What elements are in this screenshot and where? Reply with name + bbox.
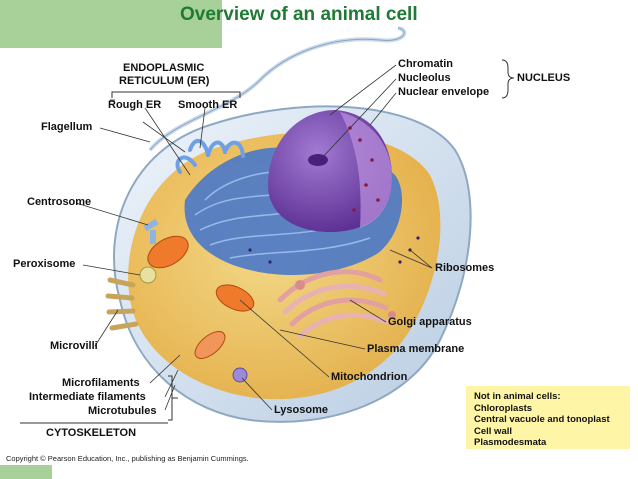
nucleolus-shape: [308, 154, 328, 166]
not-in-animal-item: Central vacuole and tonoplast: [474, 414, 610, 425]
label-microvilli: Microvilli: [50, 340, 98, 352]
label-er-line2: RETICULUM (ER): [119, 75, 210, 87]
not-in-animal-cells-box: Not in animal cells: Chloroplasts Centra…: [466, 386, 630, 449]
not-in-animal-item: Chloroplasts: [474, 402, 533, 414]
label-rough-er: Rough ER: [108, 99, 162, 111]
label-intermediate-filaments: Intermediate filaments: [29, 391, 146, 403]
label-centrosome: Centrosome: [27, 196, 92, 208]
mitochondrion-shapes: [147, 235, 255, 359]
peroxisome-shape: [139, 266, 157, 284]
label-cytoskeleton: CYTOSKELETON: [46, 427, 137, 439]
label-lysosome: Lysosome: [274, 404, 329, 416]
footer-bar: [0, 465, 52, 479]
label-chromatin: Chromatin: [398, 58, 453, 70]
lysosome-shape: [232, 367, 248, 383]
label-er-line1: ENDOPLASMIC: [123, 62, 205, 74]
label-nucleolus: Nucleolus: [398, 72, 451, 84]
label-nucleus: NUCLEUS: [517, 72, 571, 84]
label-golgi: Golgi apparatus: [388, 316, 472, 328]
label-microtubules: Microtubules: [88, 405, 157, 417]
label-microfilaments: Microfilaments: [62, 377, 140, 389]
label-nuclear-envelope: Nuclear envelope: [398, 86, 490, 98]
microvilli-shape: [105, 277, 139, 331]
label-mitochondrion: Mitochondrion: [331, 371, 408, 383]
title-bar: [0, 0, 222, 48]
label-smooth-er: Smooth ER: [178, 99, 238, 111]
copyright-text: Copyright © Pearson Education, Inc., pub…: [6, 454, 249, 463]
label-ribosomes: Ribosomes: [435, 262, 495, 274]
centrosome-shape: [143, 218, 159, 244]
label-flagellum: Flagellum: [41, 121, 93, 133]
slide-title: Overview of an animal cell: [180, 4, 418, 25]
not-in-animal-item: Plasmodesmata: [474, 437, 547, 448]
label-peroxisome: Peroxisome: [13, 258, 76, 270]
label-plasma-membrane: Plasma membrane: [367, 343, 465, 355]
golgi-shape: [277, 269, 389, 339]
not-in-animal-heading: Not in animal cells:: [474, 391, 561, 402]
not-in-animal-item: Cell wall: [474, 425, 513, 437]
